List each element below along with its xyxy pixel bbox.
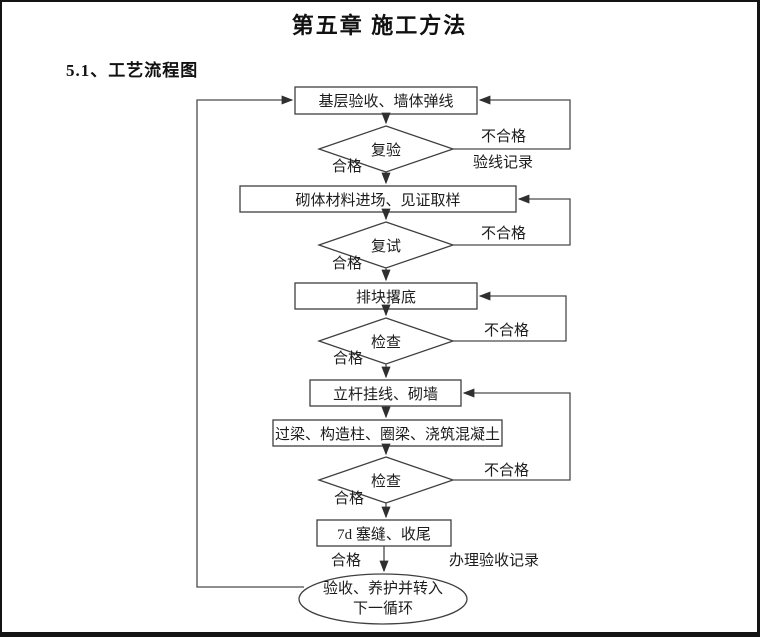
process-box-block-layout	[294, 282, 478, 310]
process-box-beams-concrete	[272, 419, 503, 447]
decision-diamond-check-1	[316, 317, 456, 365]
decision-diamond-retest	[316, 221, 456, 269]
feedback-recheck-fail	[453, 95, 571, 150]
decision-diamond-check-2	[316, 456, 456, 504]
process-box-pole-line	[309, 379, 462, 407]
feedback-retest-fail	[453, 194, 571, 246]
process-box-base-acceptance	[294, 86, 478, 115]
process-box-joint-finish	[316, 519, 452, 547]
terminator-ellipse-acceptance	[298, 573, 468, 625]
process-box-materials	[239, 185, 517, 213]
feedback-check2-fail	[453, 388, 571, 481]
section-heading: 5.1、工艺流程图	[66, 61, 199, 80]
feedback-check1-fail	[453, 291, 567, 342]
chapter-title: 第五章 施工方法	[291, 13, 468, 38]
feedback-cycle-loop	[196, 95, 304, 588]
decision-diamond-recheck	[316, 125, 456, 173]
